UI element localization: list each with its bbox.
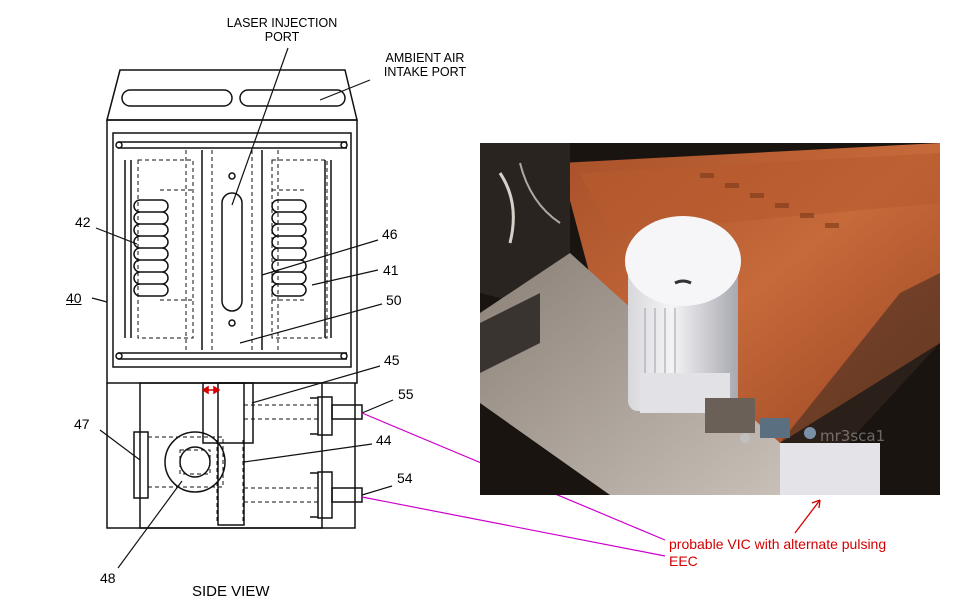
device-photo: mr3sca1 — [480, 143, 940, 495]
ambient-air-label-line1: AMBIENT AIR — [385, 51, 465, 65]
ref-55: 55 — [398, 386, 414, 402]
laser-port-label-line1: LASER INJECTION — [226, 16, 338, 30]
ref-40: 40 — [66, 290, 82, 306]
laser-port-label: LASER INJECTION PORT — [227, 16, 337, 44]
annotation-line1: probable VIC with alternate pulsing — [669, 536, 887, 552]
ref-50: 50 — [386, 292, 402, 308]
ref-41: 41 — [383, 262, 399, 278]
laser-port-label-line2: PORT — [264, 30, 300, 44]
ref-44: 44 — [376, 432, 392, 448]
annotation-line2: EEC — [669, 553, 698, 569]
dimension-arrow-icon — [201, 385, 221, 395]
ref-47: 47 — [74, 416, 90, 432]
ref-42: 42 — [75, 214, 91, 230]
ambient-air-label-line2: INTAKE PORT — [383, 65, 467, 79]
ref-45: 45 — [384, 352, 400, 368]
ref-48: 48 — [100, 570, 116, 586]
annotation-note: probable VIC with alternate pulsing EEC — [669, 536, 886, 570]
ref-54: 54 — [397, 470, 413, 486]
ambient-air-label: AMBIENT AIR INTAKE PORT — [384, 51, 466, 79]
photo-watermark: mr3sca1 — [820, 427, 886, 445]
ref-46: 46 — [382, 226, 398, 242]
side-view-caption: SIDE VIEW — [192, 583, 270, 600]
